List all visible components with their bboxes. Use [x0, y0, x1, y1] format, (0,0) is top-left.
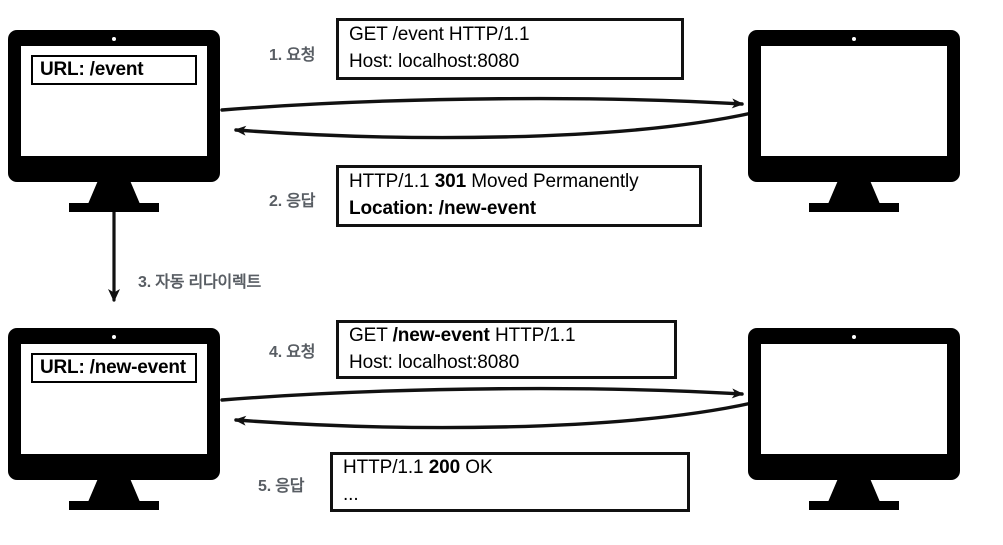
monitor-screen: URL: /new-event	[21, 344, 207, 454]
message-box-response-301: HTTP/1.1 301 Moved Permanently Location:…	[336, 165, 702, 227]
step-label-3: 3. 자동 리다이렉트	[138, 274, 262, 291]
message-text-plain: GET /event HTTP/1.1	[349, 24, 530, 46]
message-text-plain: HTTP/1.1	[349, 171, 435, 193]
monitor-screen: URL: /event	[21, 46, 207, 156]
monitor-base	[809, 203, 899, 212]
monitor-neck	[88, 480, 140, 502]
webcam-dot	[852, 335, 856, 339]
message-text-emphasis: /new-event	[392, 324, 490, 346]
monitor-bezel: URL: /new-event	[8, 328, 220, 480]
message-text-plain: HTTP/1.1	[343, 457, 429, 479]
message-text-plain: GET	[349, 324, 393, 346]
monitor-screen	[761, 46, 947, 156]
monitor-base	[69, 203, 159, 212]
monitor-neck	[828, 182, 880, 204]
monitor-bezel: URL: /event	[8, 30, 220, 182]
arrow-response-1	[234, 111, 754, 140]
message-line-1: HTTP/1.1 301 Moved Permanently	[349, 169, 690, 196]
message-text-tail: OK	[460, 457, 493, 479]
step-label-5: 5. 응답	[258, 478, 305, 495]
monitor-bezel	[748, 30, 960, 182]
monitor-neck	[88, 182, 140, 204]
message-line-1: GET /new-event HTTP/1.1	[349, 323, 665, 350]
monitor-base	[69, 501, 159, 510]
message-line-2: Location: /new-event	[349, 198, 536, 219]
message-text-tail: Moved Permanently	[466, 171, 639, 193]
monitor-base	[809, 501, 899, 510]
message-line-1: HTTP/1.1 200 OK	[343, 455, 678, 482]
monitor-screen	[761, 344, 947, 454]
monitor-bezel	[748, 328, 960, 480]
step-label-4: 4. 요청	[269, 344, 316, 361]
arrow-request-2	[220, 386, 744, 402]
url-bar[interactable]: URL: /event	[31, 55, 197, 85]
webcam-dot	[852, 37, 856, 41]
message-text-tail: HTTP/1.1	[489, 324, 576, 346]
step-label-2: 2. 응답	[269, 193, 316, 210]
message-line-1: GET /event HTTP/1.1	[349, 22, 672, 49]
arrow-response-2	[234, 401, 754, 430]
webcam-dot	[112, 37, 116, 41]
message-line-2: Host: localhost:8080	[349, 51, 520, 72]
url-bar[interactable]: URL: /new-event	[31, 353, 197, 383]
message-box-request-2: GET /new-event HTTP/1.1 Host: localhost:…	[336, 320, 677, 379]
message-box-response-200: HTTP/1.1 200 OK ...	[330, 452, 690, 512]
message-line-2: ...	[343, 484, 359, 505]
message-text-emphasis: 301	[434, 171, 467, 193]
step-label-1: 1. 요청	[269, 47, 316, 64]
message-text-emphasis: 200	[428, 457, 461, 479]
arrow-request-1	[220, 96, 744, 112]
webcam-dot	[112, 335, 116, 339]
monitor-neck	[828, 480, 880, 502]
message-line-2: Host: localhost:8080	[349, 351, 520, 373]
message-box-request-1: GET /event HTTP/1.1 Host: localhost:8080	[336, 18, 684, 80]
